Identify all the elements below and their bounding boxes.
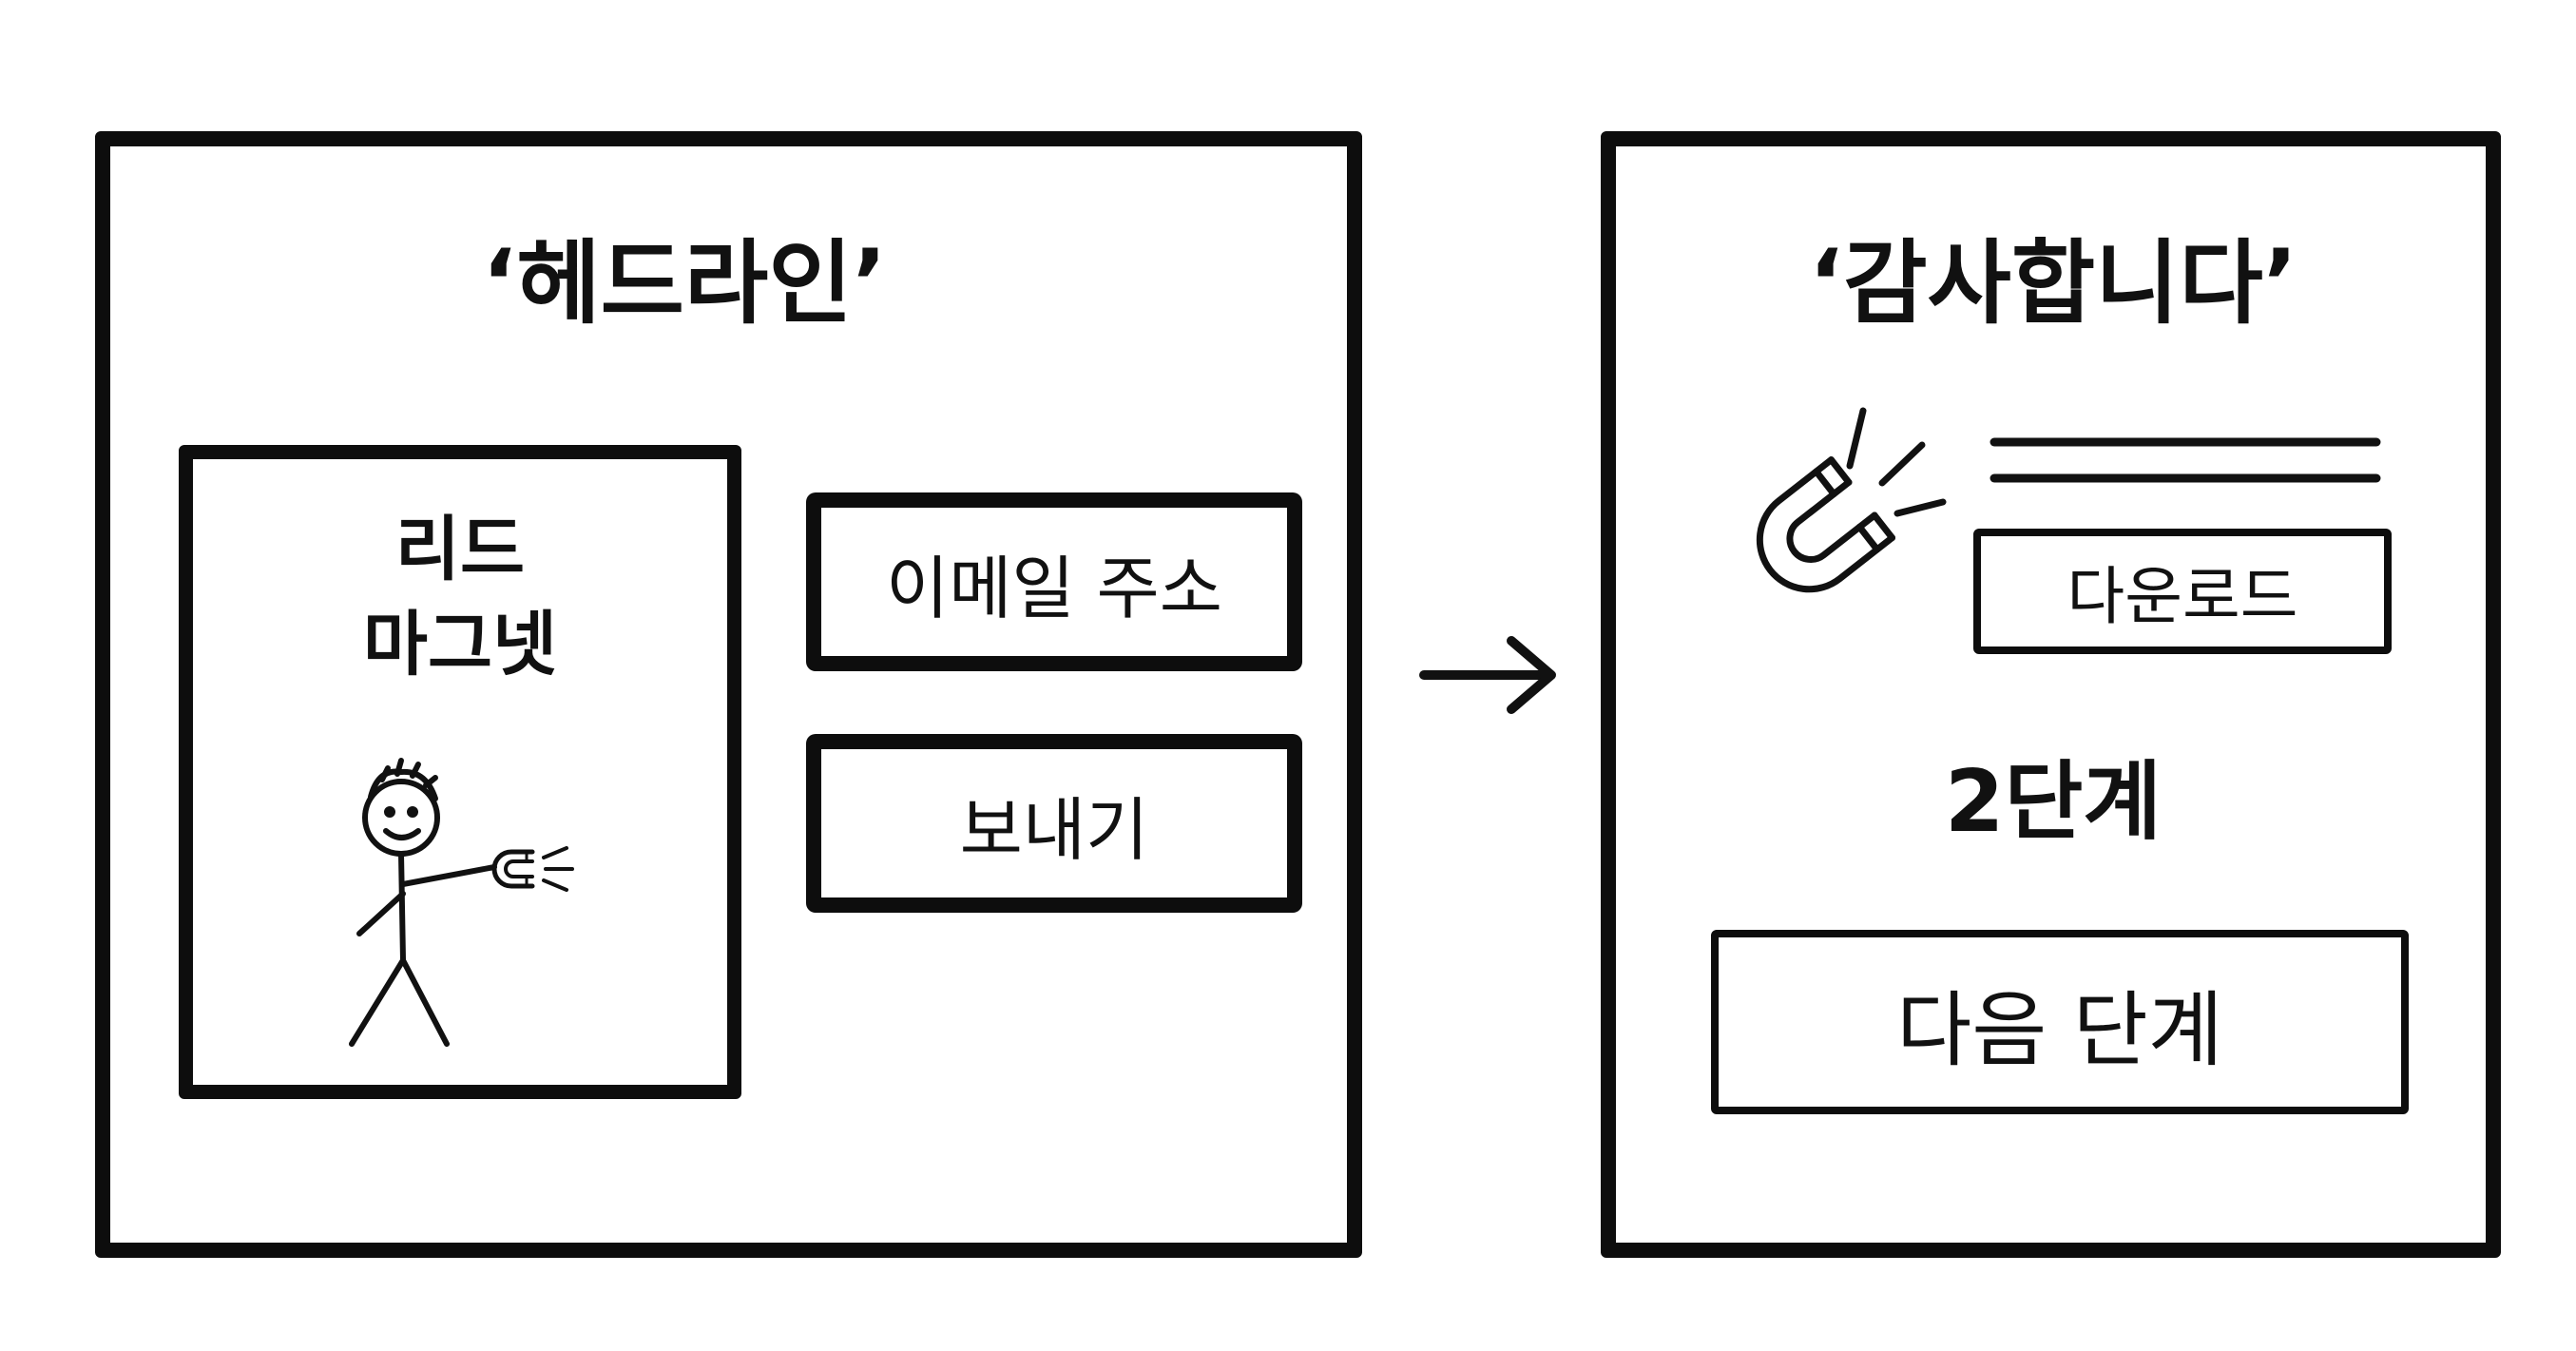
stick-figure-icon <box>349 758 574 1047</box>
lead-magnet-label-line1: 리드 <box>394 509 526 590</box>
send-button[interactable]: 보내기 <box>806 734 1302 913</box>
small-magnet-icon <box>491 846 574 892</box>
lead-magnet-label-line2: 마그넷 <box>362 604 558 685</box>
magnet-icon <box>1756 407 1947 593</box>
download-button[interactable]: 다운로드 <box>1973 529 2392 654</box>
landing-headline: ‘헤드라인’ <box>481 230 888 337</box>
step-label: 2단계 <box>1944 752 2163 852</box>
email-field[interactable]: 이메일 주소 <box>806 492 1302 671</box>
lead-magnet-box <box>179 445 741 1099</box>
next-step-button[interactable]: 다음 단계 <box>1711 930 2409 1114</box>
right-arrow-icon <box>1419 636 1556 714</box>
thank-you-headline: ‘감사합니다’ <box>1808 230 2298 337</box>
text-lines <box>1990 437 2381 483</box>
